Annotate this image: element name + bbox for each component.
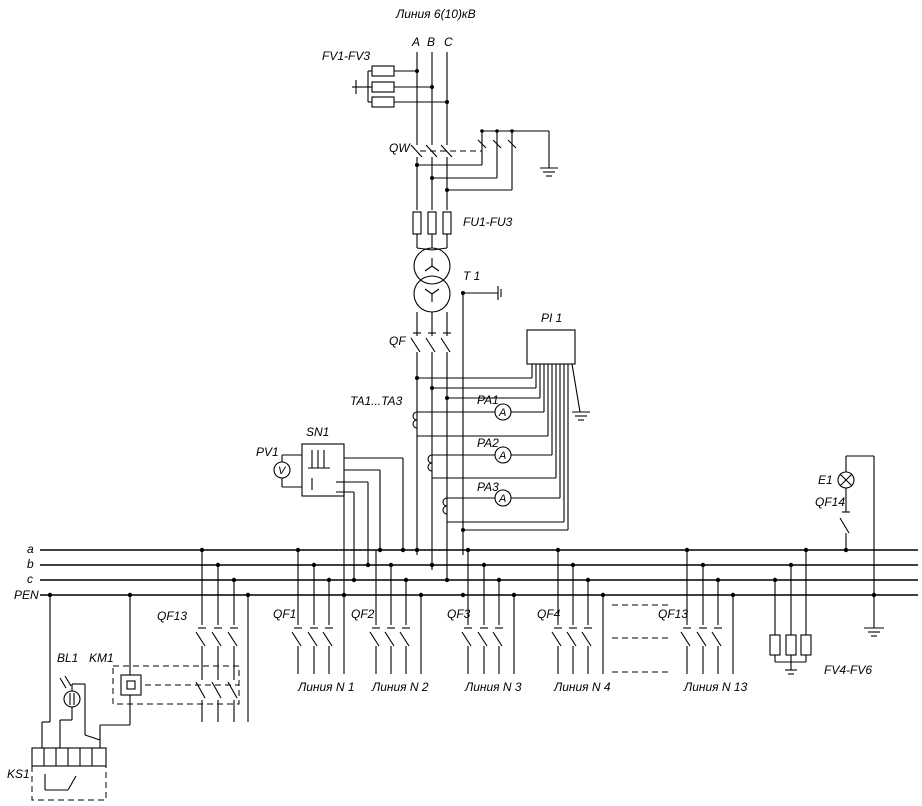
qf14-label: QF14 bbox=[815, 495, 845, 509]
ta-label: TA1...TA3 bbox=[350, 394, 403, 408]
surge-arresters-input bbox=[352, 65, 449, 108]
lamp-e1 bbox=[837, 455, 884, 637]
feeder-2-line-label: Линия N 2 bbox=[371, 680, 429, 694]
breaker-qf14 bbox=[839, 488, 850, 553]
ammeter-pa1-symbol: A bbox=[498, 407, 506, 419]
km1-label: KM1 bbox=[89, 651, 114, 665]
pa2-label: PA2 bbox=[477, 436, 499, 450]
busbars bbox=[40, 549, 918, 596]
sn1-label: SN1 bbox=[306, 425, 329, 439]
ammeter-pa1: A bbox=[494, 403, 512, 421]
voltmeter-pv1: V bbox=[273, 454, 302, 488]
bus-pen-label: PEN bbox=[14, 588, 39, 602]
t1-label: T 1 bbox=[463, 269, 480, 283]
ammeter-pa2: A bbox=[494, 446, 512, 464]
qf-label: QF bbox=[389, 334, 406, 348]
feeder-1 bbox=[291, 547, 345, 674]
current-transformers bbox=[412, 411, 568, 532]
incoming-line-title: Линия 6(10)кВ bbox=[395, 7, 476, 21]
feeder-3-breaker-label: QF3 bbox=[447, 607, 471, 621]
aux-breaker-qf13 bbox=[112, 547, 251, 722]
fv-output-label: FV4-FV6 bbox=[824, 663, 872, 677]
feeder-4 bbox=[551, 547, 606, 674]
feeder-13 bbox=[680, 547, 736, 674]
voltmeter-pv1-symbol: V bbox=[278, 465, 287, 477]
ammeter-pa3: A bbox=[494, 489, 512, 507]
e1-label: E1 bbox=[818, 473, 833, 487]
fu-label: FU1-FU3 bbox=[463, 215, 513, 229]
bus-a-label: a bbox=[27, 542, 34, 556]
pi1-label: PI 1 bbox=[541, 311, 562, 325]
bus-c-label: c bbox=[27, 572, 33, 586]
photo-sensor-bl1 bbox=[41, 592, 86, 750]
qf13-aux-label: QF13 bbox=[157, 609, 187, 623]
bl1-label: BL1 bbox=[57, 651, 78, 665]
pa1-label: PA1 bbox=[477, 393, 499, 407]
contactor-coil-km1 bbox=[100, 592, 142, 726]
feeder-1-line-label: Линия N 1 bbox=[297, 680, 355, 694]
ks1-label: KS1 bbox=[7, 767, 30, 781]
feeder-4-breaker-label: QF4 bbox=[537, 607, 561, 621]
qw-label: QW bbox=[389, 141, 411, 155]
ammeter-pa3-symbol: A bbox=[498, 493, 506, 505]
phase-b-label: B bbox=[427, 35, 435, 49]
phase-c-label: C bbox=[444, 35, 453, 49]
feeder-2 bbox=[369, 550, 424, 674]
phase-a-label: A bbox=[411, 35, 420, 49]
feeder-3 bbox=[461, 547, 517, 674]
omitted-feeders-gap bbox=[612, 604, 672, 673]
relay-ks1 bbox=[31, 725, 107, 801]
fuses-fu1-fu3 bbox=[412, 211, 452, 251]
pv1-label: PV1 bbox=[256, 445, 279, 459]
voltmeter-switch-sn1 bbox=[301, 443, 404, 595]
energy-meter-pi1 bbox=[415, 329, 590, 530]
ammeter-pa2-symbol: A bbox=[498, 450, 506, 462]
fv-input-label: FV1-FV3 bbox=[322, 49, 370, 63]
disconnector-qw bbox=[410, 129, 558, 210]
transformer-t1 bbox=[413, 247, 502, 555]
feeder-13-line-label: Линия N 13 bbox=[683, 680, 748, 694]
feeder-1-breaker-label: QF1 bbox=[273, 607, 296, 621]
feeder-2-breaker-label: QF2 bbox=[351, 607, 375, 621]
feeder-4-line-label: Линия N 4 bbox=[553, 680, 611, 694]
main-breaker-qf bbox=[410, 330, 451, 582]
surge-arresters-output bbox=[769, 547, 812, 675]
incoming-conductors bbox=[416, 52, 448, 145]
bus-b-label: b bbox=[27, 557, 34, 571]
pa3-label: PA3 bbox=[477, 480, 499, 494]
feeder-13-breaker-label: QF13 bbox=[658, 607, 688, 621]
feeder-3-line-label: Линия N 3 bbox=[464, 680, 522, 694]
